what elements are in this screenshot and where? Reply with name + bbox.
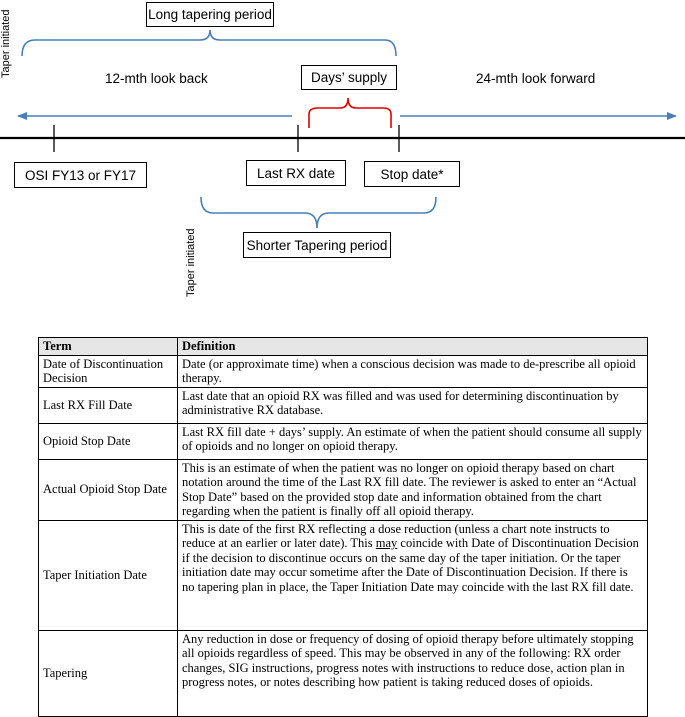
definition-header: Definition xyxy=(177,337,648,356)
days-supply-label: Days’ supply xyxy=(301,65,397,90)
last-rx-date-label: Last RX date xyxy=(246,160,346,186)
term-cell: Actual Opioid Stop Date xyxy=(38,458,178,521)
shorter-tapering-bracket xyxy=(200,196,437,229)
taper-initiated-bottom-label: Taper initiated xyxy=(185,228,197,298)
term-cell: Opioid Stop Date xyxy=(38,422,178,460)
table-row: Date of Discontinuation Decision Date (o… xyxy=(38,354,648,388)
term-cell: Last RX Fill Date xyxy=(38,386,178,424)
definition-cell: Last date that an opioid RX was filled a… xyxy=(177,386,648,424)
table-header-row: Term Definition xyxy=(38,337,648,356)
term-header: Term xyxy=(38,337,178,356)
term-cell: Taper Initiation Date xyxy=(38,519,178,631)
look-forward-label: 24-mth look forward xyxy=(476,71,596,86)
taper-initiated-top-label: Taper initiated xyxy=(0,9,12,79)
stop-date-label: Stop date* xyxy=(364,161,460,187)
long-tapering-period-label: Long tapering period xyxy=(146,2,274,27)
definition-underlined-word: may xyxy=(375,536,398,550)
definition-cell: This is an estimate of when the patient … xyxy=(177,458,648,521)
definition-cell: This is date of the first RX reflecting … xyxy=(177,519,648,631)
table-row: Taper Initiation Date This is date of th… xyxy=(38,519,648,631)
long-tapering-bracket xyxy=(21,29,397,57)
term-cell: Tapering xyxy=(38,629,178,717)
definition-cell: Last RX fill date + days’ supply. An est… xyxy=(177,422,648,460)
days-supply-bracket xyxy=(308,97,392,128)
definition-text-before: This is date of the first RX reflecting … xyxy=(182,521,610,551)
table-row: Opioid Stop Date Last RX fill date + day… xyxy=(38,422,648,460)
term-cell: Date of Discontinuation Decision xyxy=(38,354,178,388)
table-row: Actual Opioid Stop Date This is an estim… xyxy=(38,458,648,521)
osi-label: OSI FY13 or FY17 xyxy=(14,162,147,188)
look-back-label: 12-mth look back xyxy=(105,71,208,86)
definition-cell: Date (or approximate time) when a consci… xyxy=(177,354,648,388)
table-row: Last RX Fill Date Last date that an opio… xyxy=(38,386,648,424)
timeline-diagram xyxy=(0,29,685,229)
shorter-tapering-period-label: Shorter Tapering period xyxy=(243,232,391,258)
definitions-table: Term Definition Date of Discontinuation … xyxy=(38,337,648,717)
table-row: Tapering Any reduction in dose or freque… xyxy=(38,629,648,717)
definition-cell: Any reduction in dose or frequency of do… xyxy=(177,629,648,717)
definition-text-after: coincide with Date of Discontinuation De… xyxy=(182,536,639,594)
